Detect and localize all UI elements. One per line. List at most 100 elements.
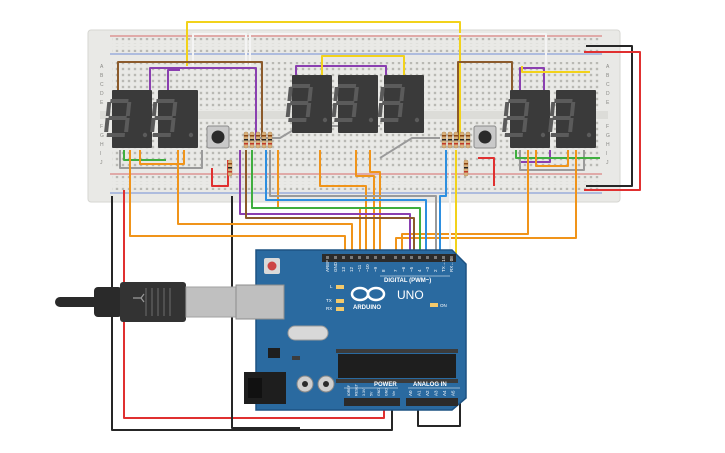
segment	[549, 102, 556, 116]
segment	[335, 101, 355, 105]
seven-segment-display[interactable]	[377, 75, 424, 133]
wire-green-right[interactable]	[515, 150, 600, 159]
resistor[interactable]	[453, 131, 459, 149]
header-pin[interactable]	[450, 256, 453, 259]
wire-grey-right-low[interactable]	[519, 150, 585, 171]
power-pin-label: GND	[377, 388, 381, 396]
reset-button-cap[interactable]	[267, 261, 277, 271]
resistor[interactable]	[243, 131, 249, 149]
decimal-point	[368, 117, 374, 123]
wire-white-top-1[interactable]	[192, 33, 247, 66]
led-on-label: ON	[440, 303, 447, 308]
wire-purple-signal[interactable]	[239, 150, 411, 258]
wire-orange-left-low[interactable]	[139, 150, 185, 165]
wire-purple-mid[interactable]	[295, 65, 387, 80]
header-pin[interactable]	[382, 256, 385, 259]
seven-segment-display[interactable]	[150, 90, 198, 148]
wire-orange-8[interactable]	[395, 150, 577, 258]
segment	[288, 118, 307, 122]
wire-black-gnd-2[interactable]	[231, 196, 300, 429]
wire-yellow-mid[interactable]	[321, 55, 405, 80]
header-pin[interactable]	[326, 256, 329, 259]
wire-orange-1[interactable]	[129, 150, 346, 258]
wire-white-top-2[interactable]	[249, 33, 547, 66]
header-pin[interactable]	[426, 256, 429, 259]
segment	[506, 116, 525, 120]
usb-cable[interactable]	[55, 282, 237, 322]
header-pin[interactable]	[342, 256, 345, 259]
wire-yellow-right-top[interactable]	[521, 66, 590, 73]
wire-green-signal[interactable]	[251, 150, 421, 258]
header-pin[interactable]	[402, 256, 405, 259]
resistor-band	[262, 139, 266, 141]
wire-brown-right[interactable]	[457, 61, 513, 140]
wire-yellow-top[interactable]	[186, 21, 461, 140]
header-pin[interactable]	[350, 256, 353, 259]
resistor[interactable]	[465, 131, 471, 149]
wire-purple-left[interactable]	[149, 67, 257, 140]
segment	[150, 118, 156, 132]
resistor-band	[228, 171, 232, 173]
push-button-right[interactable]	[473, 125, 497, 149]
header-pin[interactable]	[442, 256, 445, 259]
wire-purple-left-2[interactable]	[167, 69, 180, 92]
resistor-band	[464, 163, 468, 165]
seven-segment-display[interactable]	[104, 90, 152, 148]
rail-holes-top-2	[112, 46, 600, 52]
resistor[interactable]	[459, 131, 465, 149]
wire-red-right-board[interactable]	[478, 157, 495, 186]
seven-segment-display[interactable]	[502, 90, 550, 148]
digital-header[interactable]	[322, 254, 456, 262]
header-pin[interactable]	[366, 256, 369, 259]
header-pin[interactable]	[394, 256, 397, 259]
wire-brown-signal[interactable]	[245, 150, 415, 258]
seven-segment-display[interactable]	[285, 75, 332, 133]
analog-header[interactable]	[406, 398, 458, 406]
wire-orange-right-low[interactable]	[535, 150, 569, 167]
resistor[interactable]	[261, 131, 267, 149]
resistor-band	[448, 143, 452, 145]
wire-red-right-rail[interactable]	[584, 51, 641, 191]
seven-segment-display[interactable]	[331, 75, 378, 133]
wire-green-left[interactable]	[123, 150, 166, 161]
resistor[interactable]	[255, 131, 261, 149]
button-cap-icon[interactable]	[478, 130, 492, 144]
wire-orange-7[interactable]	[401, 150, 529, 258]
resistor[interactable]	[447, 131, 453, 149]
wire-brown-left[interactable]	[117, 61, 263, 140]
wire-black-analog[interactable]	[417, 396, 461, 427]
seven-segment-display[interactable]	[548, 90, 596, 148]
header-pin[interactable]	[334, 256, 337, 259]
push-button-left[interactable]	[206, 125, 230, 149]
resistor[interactable]	[441, 131, 447, 149]
button-cap-icon[interactable]	[211, 130, 225, 144]
resistor[interactable]	[463, 159, 469, 177]
analog-pin-label: A0	[408, 390, 413, 396]
resistor[interactable]	[249, 131, 255, 149]
wire-orange-2[interactable]	[177, 150, 353, 258]
header-pin[interactable]	[418, 256, 421, 259]
segment	[291, 84, 311, 88]
wire-grey-signal[interactable]	[269, 150, 437, 258]
wire-blue-signal-2[interactable]	[439, 150, 447, 258]
wire-orange-4[interactable]	[319, 150, 367, 258]
wire-blue-signal[interactable]	[265, 150, 427, 258]
row-letter-g-right: G	[606, 133, 610, 139]
resistor[interactable]	[267, 131, 273, 149]
row-letter-b-right: B	[606, 73, 610, 79]
power-header[interactable]	[344, 398, 400, 406]
wire-grey-right[interactable]	[379, 137, 440, 159]
wire-purple-right[interactable]	[519, 67, 545, 92]
header-pin[interactable]	[358, 256, 361, 259]
wire-black-right-rail[interactable]	[586, 45, 633, 187]
header-pin[interactable]	[374, 256, 377, 259]
resistor[interactable]	[227, 159, 233, 177]
segment	[289, 101, 309, 105]
header-pin[interactable]	[410, 256, 413, 259]
wire-grey-left-low[interactable]	[119, 150, 203, 169]
digital-pin-label: ~11	[357, 264, 362, 272]
header-pin[interactable]	[434, 256, 437, 259]
usb-b-jack[interactable]	[235, 284, 285, 320]
segment	[569, 102, 576, 116]
